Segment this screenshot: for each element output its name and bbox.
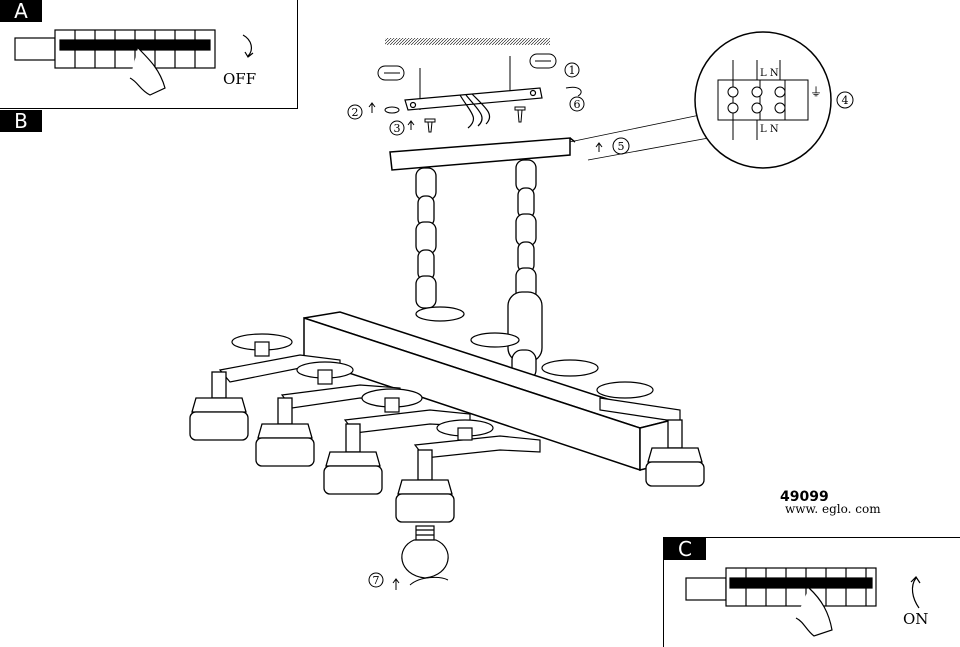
step-6: 6	[574, 98, 581, 111]
product-number: 49099	[780, 489, 829, 505]
valve-arm-5	[415, 306, 681, 423]
step-4: 4	[842, 94, 849, 107]
panel-b-tag: B	[0, 110, 42, 132]
terminal-top-label: L N	[760, 68, 779, 79]
panel-a: A OFF	[0, 0, 298, 109]
step-2: 2	[352, 106, 359, 119]
panel-c-state: ON	[903, 610, 929, 628]
chain-right	[507, 159, 543, 381]
valve-arm-1	[218, 333, 341, 383]
lamp-shade-3	[323, 423, 383, 495]
step-5: 5	[618, 140, 625, 153]
light-bulb	[401, 525, 449, 579]
ground-symbol: ⏚	[810, 85, 822, 99]
screw-right	[514, 106, 526, 123]
terminal-block-callout: L N L N ⏚	[554, 31, 832, 169]
lamp-shade-1	[189, 371, 249, 441]
panel-a-state: OFF	[223, 70, 257, 88]
step-3: 3	[394, 122, 401, 135]
step-1: 1	[569, 64, 576, 77]
panel-a-tag: A	[0, 0, 42, 22]
step-numbers: 1 2 3 4 5 6 7	[347, 62, 854, 588]
valve-arm-2	[280, 361, 401, 409]
panel-c-tag: C	[664, 538, 706, 560]
terminal-bottom-label: L N	[760, 124, 779, 135]
lamp-shade-5	[645, 419, 705, 487]
step-7: 7	[373, 574, 380, 587]
lamp-shade-4	[395, 449, 455, 523]
website: www. eglo. com	[785, 502, 881, 516]
bracket-screw-left	[384, 106, 400, 114]
ceiling-hatch	[385, 38, 550, 45]
circuit-breaker-on	[685, 567, 921, 637]
valve-arm-3	[343, 388, 471, 434]
panel-c: C ON	[663, 537, 960, 647]
mounting-bracket	[404, 87, 543, 129]
circuit-breaker-off	[14, 29, 254, 96]
lamp-shade-2	[255, 397, 315, 467]
screw-left	[424, 118, 436, 133]
canopy	[389, 137, 576, 171]
chain-left	[415, 167, 437, 309]
